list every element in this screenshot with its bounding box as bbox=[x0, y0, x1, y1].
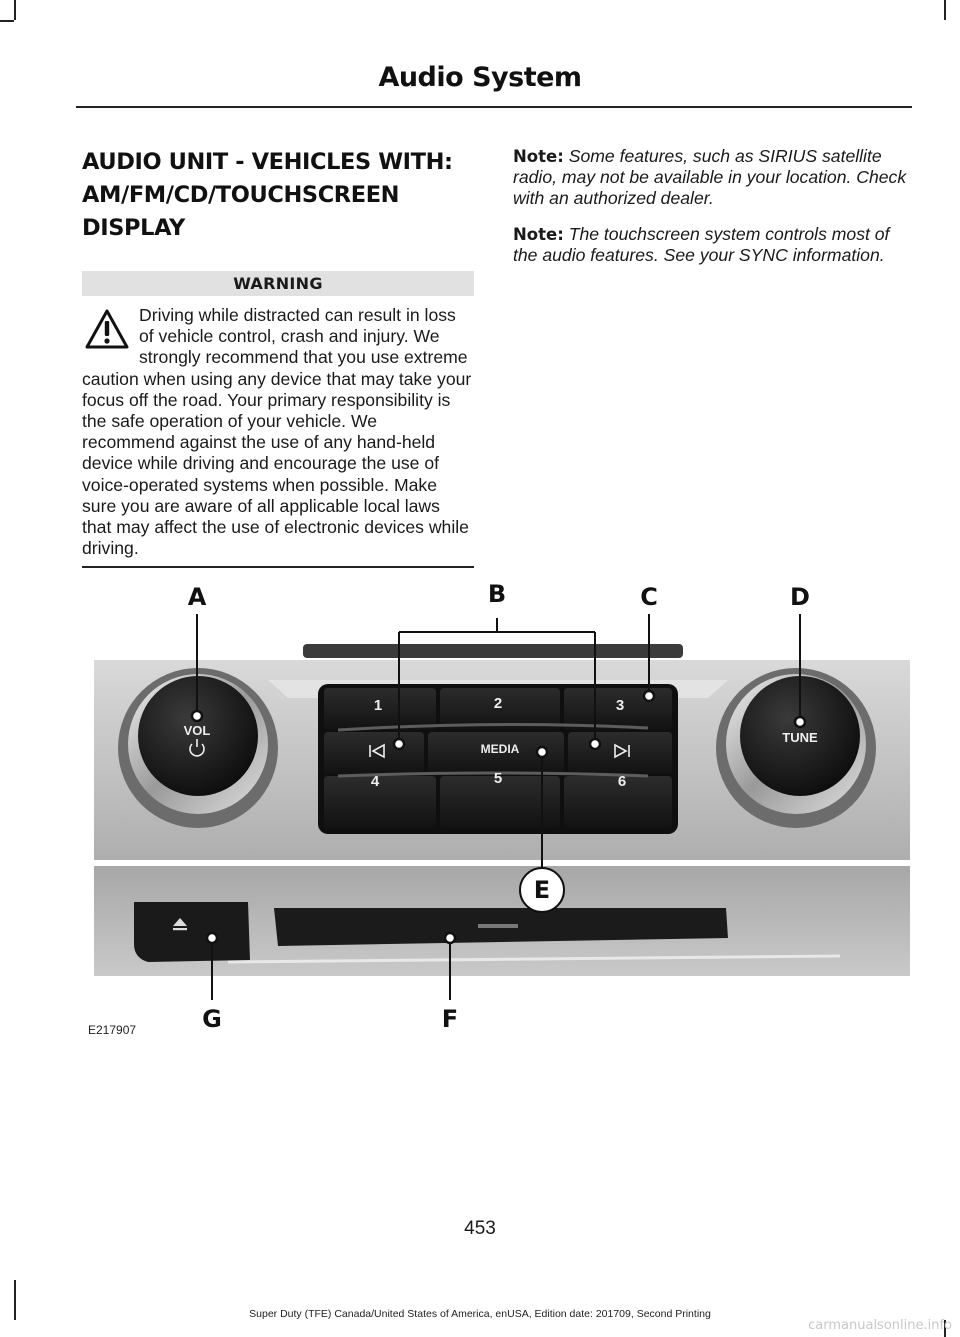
callout-f: F bbox=[441, 1005, 459, 1033]
section-title-line: DISPLAY bbox=[82, 215, 185, 241]
note-label: Note: bbox=[513, 147, 564, 166]
right-column: Note: Some features, such as SIRIUS sate… bbox=[513, 146, 913, 280]
callout-g: G bbox=[202, 1005, 222, 1033]
note: Note: The touchscreen system controls mo… bbox=[513, 224, 913, 266]
tune-label: TUNE bbox=[782, 730, 818, 745]
crop-mark bbox=[0, 20, 14, 22]
crop-mark bbox=[14, 1280, 16, 1320]
warning-text: Driving while distracted can result in l… bbox=[82, 305, 472, 559]
footer-text: Super Duty (TFE) Canada/United States of… bbox=[249, 1308, 711, 1320]
media-button[interactable] bbox=[428, 732, 564, 774]
volume-power-knob[interactable] bbox=[138, 676, 258, 796]
preset-3-label: 3 bbox=[616, 697, 624, 714]
audio-unit-figure: VOL TUNE 1 2 3 4 5 6 MEDIA bbox=[88, 580, 914, 1050]
section-title-line: AM/FM/CD/TOUCHSCREEN bbox=[82, 182, 400, 208]
power-icon bbox=[189, 739, 205, 757]
note-label: Note: bbox=[513, 224, 564, 244]
preset-6-label: 6 bbox=[618, 773, 626, 790]
note-text: Some features, such as SIRIUS satellite … bbox=[513, 146, 907, 209]
left-column: AUDIO UNIT - VEHICLES WITH: AM/FM/CD/TOU… bbox=[82, 146, 474, 568]
warning-body: Driving while distracted can result in l… bbox=[82, 305, 474, 559]
callout-b: B bbox=[487, 580, 507, 608]
preset-1-label: 1 bbox=[374, 697, 382, 714]
preset-4-label: 4 bbox=[371, 773, 380, 790]
callout-d: D bbox=[790, 583, 810, 611]
seek-back-icon bbox=[369, 743, 385, 759]
callout-e: E bbox=[533, 876, 551, 904]
watermark: carmanualsonline.info bbox=[808, 1318, 952, 1333]
audio-unit-illustration: VOL TUNE 1 2 3 4 5 6 MEDIA bbox=[94, 614, 910, 1000]
vol-label: VOL bbox=[184, 723, 211, 738]
seek-back-button[interactable] bbox=[324, 732, 424, 774]
callout-a: A bbox=[187, 583, 207, 611]
tune-knob[interactable] bbox=[740, 676, 860, 796]
crop-mark bbox=[944, 1320, 946, 1337]
callout-c: C bbox=[640, 583, 658, 611]
preset-6-button[interactable] bbox=[564, 776, 672, 828]
note: Note: Some features, such as SIRIUS sate… bbox=[513, 146, 913, 210]
warning-divider bbox=[82, 566, 474, 568]
crop-mark bbox=[944, 0, 946, 20]
page-title: Audio System bbox=[378, 62, 582, 93]
seek-forward-button[interactable] bbox=[568, 732, 672, 774]
preset-2-button[interactable] bbox=[440, 688, 560, 730]
warning-box: WARNING Driving while distracted can res… bbox=[82, 271, 474, 568]
eject-button[interactable] bbox=[134, 902, 250, 962]
preset-1-button[interactable] bbox=[324, 688, 436, 730]
page-number: 453 bbox=[464, 1218, 496, 1239]
preset-5-button[interactable] bbox=[440, 776, 560, 828]
header-divider bbox=[76, 106, 912, 108]
callout-dots bbox=[190, 689, 807, 945]
section-title-line: AUDIO UNIT - VEHICLES WITH: bbox=[82, 149, 453, 175]
note-text: The touchscreen system controls most of … bbox=[513, 223, 890, 265]
preset-4-button[interactable] bbox=[324, 776, 436, 828]
warning-triangle-icon bbox=[85, 309, 129, 349]
crop-mark bbox=[14, 0, 16, 20]
warning-label: WARNING bbox=[82, 271, 474, 296]
figure-code: E217907 bbox=[88, 1023, 137, 1037]
preset-2-label: 2 bbox=[494, 695, 502, 712]
preset-5-label: 5 bbox=[494, 770, 502, 787]
eject-icon bbox=[173, 918, 187, 931]
display-edge bbox=[303, 644, 683, 658]
callout-leaders bbox=[196, 614, 801, 1000]
seek-forward-icon bbox=[614, 743, 630, 759]
media-label: MEDIA bbox=[481, 742, 520, 756]
section-title: AUDIO UNIT - VEHICLES WITH: AM/FM/CD/TOU… bbox=[82, 146, 474, 245]
